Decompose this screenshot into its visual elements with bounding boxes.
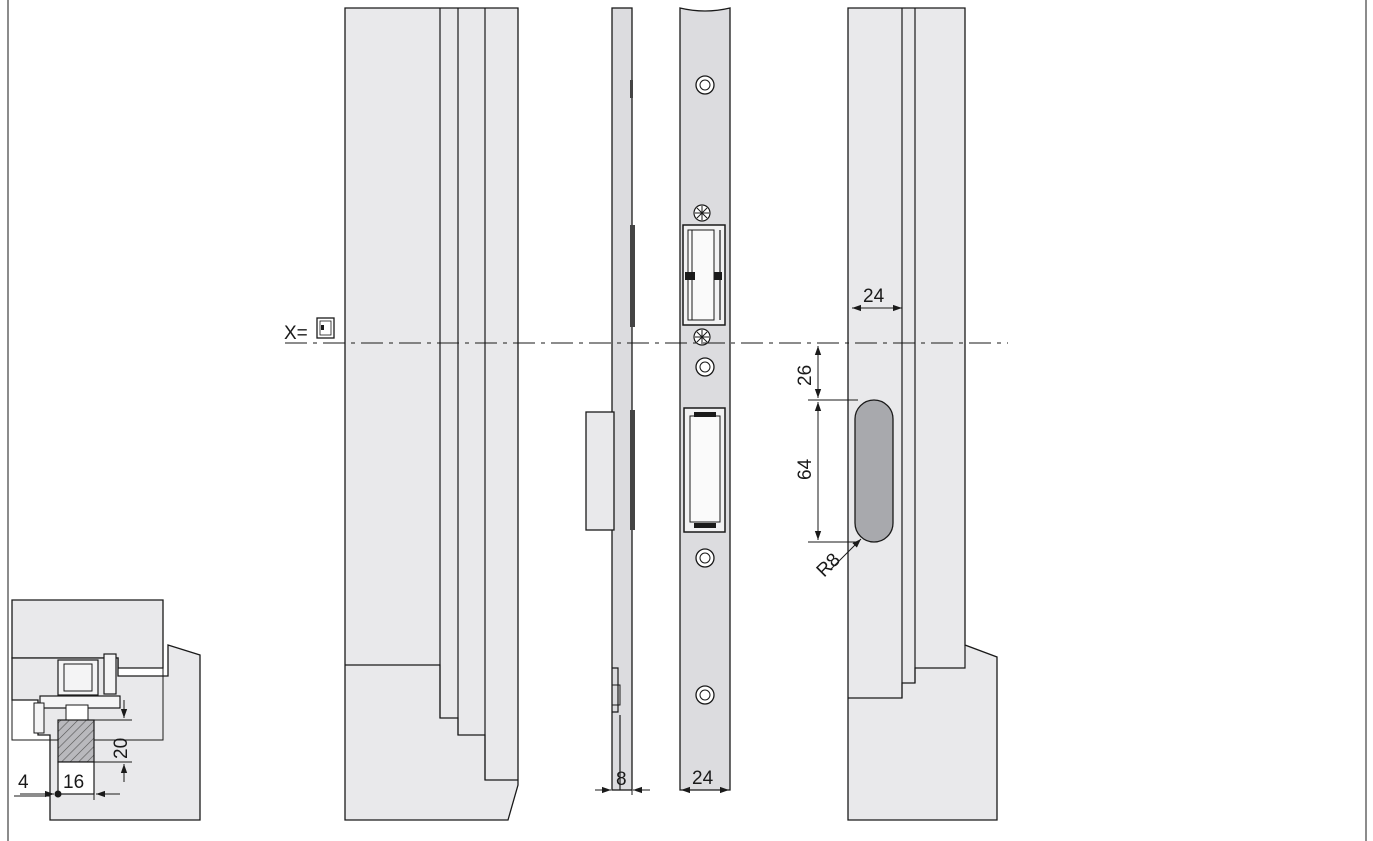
svg-text:4: 4 <box>18 772 29 793</box>
dim-plate-thickness: 8 <box>595 762 650 795</box>
handle-cutout <box>854 399 894 543</box>
latch-opening-top <box>682 224 726 326</box>
dim-frame-depth: 24 <box>852 286 902 312</box>
dim-section-height: 20 <box>94 700 132 782</box>
svg-text:16: 16 <box>63 772 84 793</box>
svg-text:20: 20 <box>111 738 132 759</box>
svg-text:24: 24 <box>692 768 714 789</box>
screw-hole-2 <box>695 357 715 377</box>
screw-star-1 <box>693 204 711 222</box>
screw-hole-1 <box>695 75 715 95</box>
reference-label: X= <box>284 323 308 344</box>
screw-hole-3 <box>695 548 715 568</box>
screw-hole-4 <box>695 685 715 705</box>
dim-section-width: 16 <box>63 762 120 800</box>
strike-plate-front <box>679 7 731 791</box>
svg-text:24: 24 <box>863 286 885 307</box>
dim-cutout-length: 64 <box>795 402 858 543</box>
dim-section-offset: 4 <box>14 772 54 798</box>
cross-section-detail <box>11 599 201 821</box>
dim-strike-width: 24 <box>681 768 729 794</box>
latch-opening-bottom <box>683 407 726 533</box>
svg-text:R8: R8 <box>813 550 845 582</box>
svg-text:64: 64 <box>795 458 816 480</box>
screw-star-2 <box>693 328 711 346</box>
door-handle-side-icon <box>316 317 335 339</box>
dim-cutout-offset: 26 <box>795 346 858 401</box>
svg-text:8: 8 <box>616 769 627 790</box>
reference-point <box>54 790 62 798</box>
svg-text:26: 26 <box>795 365 816 386</box>
left-frame-profile <box>344 7 519 821</box>
right-frame-profile <box>847 7 998 821</box>
hatched-groove <box>57 719 95 763</box>
plate-side-view <box>585 7 635 791</box>
